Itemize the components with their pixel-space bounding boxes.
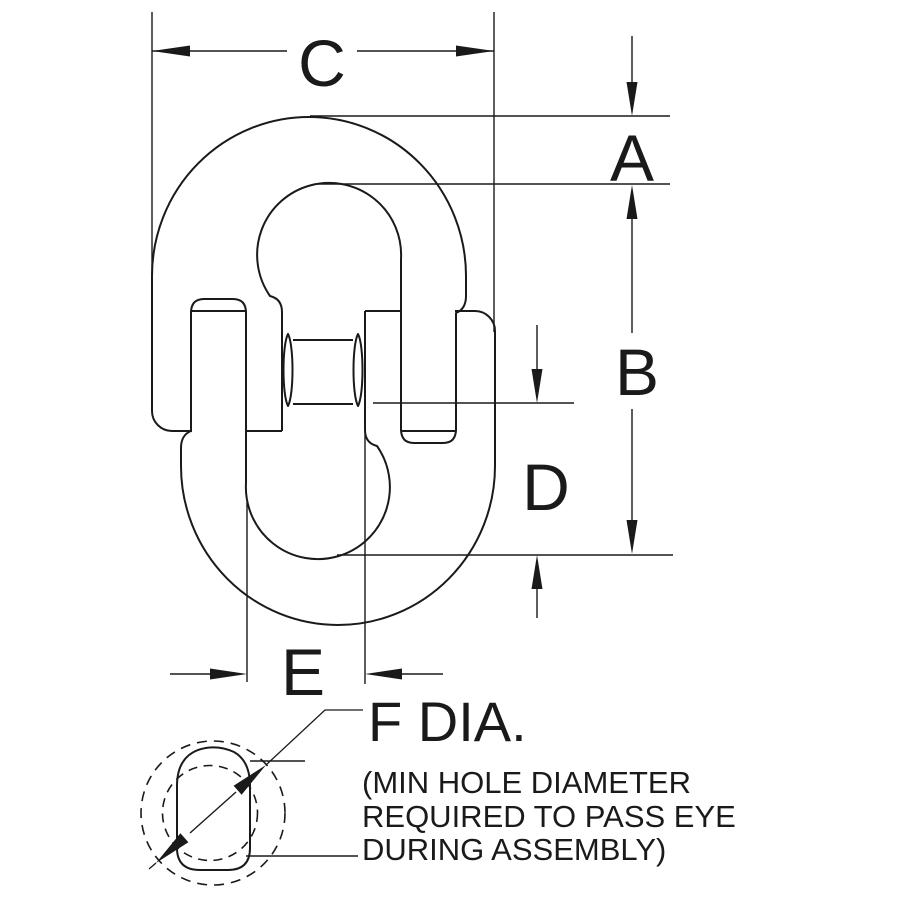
- diameter-arrow-shaft: [189, 791, 237, 834]
- diameter-arrow-head-lower: [156, 833, 189, 863]
- spool-pin: [282, 333, 364, 407]
- dim-d-extension-lines: [337, 402, 673, 556]
- dimension-b: B: [615, 185, 659, 554]
- dim-label-d: D: [522, 450, 570, 524]
- upper-eye-outline: [256, 181, 403, 431]
- dimension-e: E: [170, 434, 443, 709]
- diameter-leader-line: [148, 709, 363, 870]
- lug-end-face: [190, 298, 247, 314]
- link-body: [151, 116, 496, 626]
- lower-eye-outline: [244, 311, 391, 561]
- dim-label-a: A: [610, 121, 654, 195]
- dim-b-arrow-down: [626, 520, 638, 554]
- lower-half-outline: [180, 310, 496, 626]
- f-dia-label: F DIA.: [368, 690, 527, 753]
- upper-leg-end-face: [400, 428, 457, 444]
- min-hole-detail: F DIA. (MIN HOLE DIAMETER REQUIRED TO PA…: [140, 690, 736, 886]
- upper-half-outline: [151, 116, 467, 432]
- spool-flange-left: [282, 333, 294, 407]
- dimension-a: A: [310, 36, 670, 195]
- dim-d-arrow-up: [531, 555, 543, 589]
- dim-b-arrow-up: [626, 185, 638, 219]
- spool-flange-right: [352, 333, 364, 407]
- dim-e-extension-lines: [246, 434, 366, 684]
- dimension-d: D: [337, 325, 673, 618]
- dim-e-arrow-right: [210, 668, 247, 680]
- assembly-note-line-2: REQUIRED TO PASS EYE: [362, 799, 736, 834]
- dimension-c: C: [151, 12, 495, 332]
- min-hole-circle-inner: [161, 764, 259, 862]
- dim-e-arrow-left: [365, 668, 402, 680]
- dim-a-arrow-down: [626, 82, 638, 116]
- diameter-arrow: [148, 709, 363, 870]
- dim-label-b: B: [615, 335, 659, 409]
- dim-a-extension-lines: [310, 115, 670, 185]
- assembly-note-line-3: DURING ASSEMBLY): [362, 832, 666, 867]
- diameter-arrow-head-upper: [233, 765, 266, 795]
- min-hole-circle-outer: [140, 740, 286, 886]
- eye-cross-section: [176, 746, 251, 871]
- dim-label-c: C: [298, 26, 346, 100]
- dim-c-arrow-right: [456, 45, 494, 57]
- dim-c-arrow-left: [152, 45, 190, 57]
- dim-c-extension-lines: [151, 12, 495, 332]
- dim-label-e: E: [281, 635, 325, 709]
- spool-barrel: [293, 339, 353, 405]
- assembly-note-line-1: (MIN HOLE DIAMETER: [362, 765, 691, 800]
- dim-d-arrow-down: [531, 369, 543, 403]
